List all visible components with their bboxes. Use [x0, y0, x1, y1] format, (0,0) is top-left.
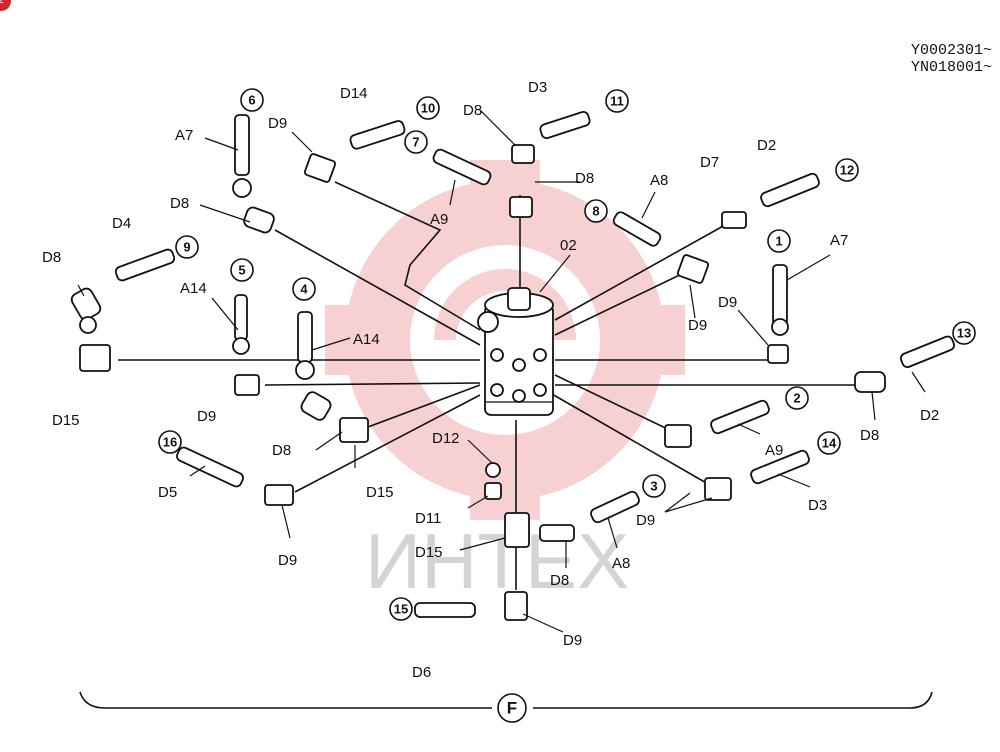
svg-text:4: 4	[300, 282, 308, 297]
item-number-3: 3	[642, 474, 666, 498]
svg-text:9: 9	[183, 240, 190, 255]
svg-text:15: 15	[394, 602, 408, 617]
label-a9-top: A9	[430, 211, 448, 228]
label-a8-bottom: A8	[612, 555, 630, 572]
item-number-7: 7	[404, 130, 428, 154]
item-number-11: 11	[605, 89, 629, 113]
label-d9-left: D9	[197, 408, 216, 425]
item-number-9: 9	[175, 235, 199, 259]
label-a9-right: A9	[765, 442, 783, 459]
label-d12: D12	[432, 430, 460, 447]
label-d3-right: D3	[808, 497, 827, 514]
item-number-15: 15	[389, 597, 413, 621]
corner-badge: 2	[0, 0, 11, 11]
item-number-14: 14	[817, 431, 841, 455]
svg-text:3: 3	[650, 479, 657, 494]
circled-item-numbers: 1 2 3 4 5 6 7 8 9 10 11 12 13 14 15 16	[158, 88, 976, 621]
part-labels: D14 D3 D9 D8 A7 D8 A8 D7 D2 A9 D8 D4 D8 …	[42, 79, 939, 681]
fittings	[70, 111, 955, 621]
label-a14-left: A14	[180, 280, 207, 297]
svg-text:12: 12	[840, 163, 854, 178]
label-d9-lowleft: D9	[278, 552, 297, 569]
label-d3-top: D3	[528, 79, 547, 96]
label-a14-mid: A14	[353, 331, 380, 348]
item-number-12: 12	[835, 158, 859, 182]
connection-lines	[118, 181, 855, 590]
label-d2-top: D2	[757, 137, 776, 154]
svg-text:2: 2	[793, 391, 800, 406]
label-a7-left: A7	[175, 127, 193, 144]
label-d4: D4	[112, 215, 131, 232]
label-d15-mid: D15	[366, 484, 394, 501]
label-d9-mid: D9	[688, 317, 707, 334]
label-d8-farleft: D8	[42, 249, 61, 266]
item-number-5: 5	[230, 258, 254, 282]
svg-text:10: 10	[421, 101, 435, 116]
label-d11: D11	[415, 510, 441, 527]
item-number-10: 10	[416, 96, 440, 120]
svg-text:8: 8	[592, 204, 599, 219]
label-d9-lowright: D9	[636, 512, 655, 529]
svg-text:6: 6	[248, 93, 255, 108]
label-d8-bottom: D8	[550, 572, 569, 589]
svg-text:13: 13	[957, 326, 971, 341]
label-02: 02	[560, 237, 577, 254]
item-number-13: 13	[952, 321, 976, 345]
svg-text:1: 1	[775, 234, 782, 249]
svg-text:16: 16	[163, 435, 177, 450]
label-d5: D5	[158, 484, 177, 501]
label-d2-right: D2	[920, 407, 939, 424]
label-d6: D6	[412, 664, 431, 681]
label-d7: D7	[700, 154, 719, 171]
group-bracket: F	[79, 691, 933, 723]
label-d8-top: D8	[463, 102, 482, 119]
item-number-16: 16	[158, 430, 182, 454]
item-number-1: 1	[767, 229, 791, 253]
central-distribution-block	[477, 287, 554, 416]
label-d9-bottom: D9	[563, 632, 582, 649]
label-d9-topleft: D9	[268, 115, 287, 132]
svg-text:7: 7	[412, 135, 419, 150]
serial-range-1: Y0002301~	[910, 42, 992, 59]
label-d8-lowleft: D8	[272, 442, 291, 459]
item-number-2: 2	[785, 386, 809, 410]
svg-text:11: 11	[610, 94, 624, 109]
svg-text:5: 5	[238, 263, 245, 278]
watermark-text: ИНТЕХ	[365, 517, 629, 605]
item-number-6: 6	[240, 88, 264, 112]
label-d8-left: D8	[170, 195, 189, 212]
label-d8-top2: D8	[575, 170, 594, 187]
label-a8-top: A8	[650, 172, 668, 189]
leader-lines	[77, 109, 926, 633]
label-d9-right: D9	[718, 294, 737, 311]
svg-text:14: 14	[822, 436, 837, 451]
label-d15-left: D15	[52, 412, 80, 429]
label-a7-right: A7	[830, 232, 848, 249]
label-d15-bottom: D15	[415, 544, 443, 561]
item-number-4: 4	[292, 277, 316, 301]
label-d8-right: D8	[860, 427, 879, 444]
item-number-8: 8	[584, 199, 608, 223]
serial-range-2: YN018001~	[910, 59, 992, 76]
label-d14-top: D14	[340, 85, 368, 102]
bracket-label: F	[507, 699, 517, 718]
